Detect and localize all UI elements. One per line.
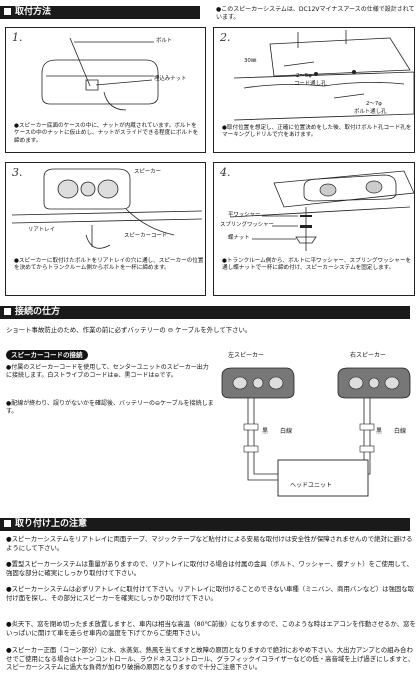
head-unit-label: ヘッドユニット — [290, 482, 333, 489]
label-wing-nut: 蝶ナット — [228, 235, 250, 241]
label-cord-hole-size: 2～5φ — [296, 73, 312, 79]
step-4-illustration — [229, 170, 415, 251]
wire-white-left: 白線 — [280, 428, 293, 435]
caution-4: ●炎天下、窓を閉め切ったまま放置しますと、車内は相当な高温（80℃前後）になりま… — [6, 620, 416, 637]
label-speaker-cord: スピーカーコード — [124, 233, 168, 239]
step-2-panel: 2. 30㎜ 2～5φ コード通し孔 2～7φ ボルト通し孔 ●取付位置を想定し… — [213, 27, 415, 153]
step-3-illustration — [11, 168, 203, 249]
label-dimension: 30㎜ — [244, 58, 257, 64]
step-2-caption: ●取付位置を想定し、正確に位置決めをした後、取付けボルト孔コード孔をマーキングし… — [222, 125, 412, 139]
wiring-note-2: ●配線が終わり、誤りがないかを確認後、バッテリーの⊖ケーブルを接続します。 — [6, 400, 214, 416]
left-speaker-label: 左スピーカー — [228, 352, 265, 359]
label-flat-washer: 平ワッシャー — [228, 212, 261, 218]
step-1-panel: 1. ボルト 埋込みナット ●スピーカー底面のケースの中に、ナットが内蔵されてい… — [5, 27, 206, 153]
cautions-header: 取り付け上の注意 — [0, 518, 410, 531]
wiring-diagram — [221, 367, 411, 497]
step-4-number: 4. — [220, 166, 231, 179]
install-title: 取付方法 — [15, 7, 52, 17]
install-header: 取付方法 — [0, 6, 200, 19]
caution-5: ●スピーカー正面（コーン部分）に水、水蒸気、熱風を当てますと故障の原因となります… — [6, 646, 415, 672]
cord-connection-pill: スピーカーコードの接続 — [6, 350, 88, 360]
label-spring-washer: スプリングワッシャー — [220, 222, 274, 228]
label-embedded-nut: 埋込みナット — [154, 76, 187, 82]
label-bolt-hole-size: 2～7φ — [366, 101, 382, 107]
wire-black-left: 黒 — [262, 428, 269, 435]
step-3-number: 3. — [12, 166, 23, 179]
wiring-header: 接続の仕方 — [0, 306, 410, 319]
step-4-caption: ●トランクルーム側から、ボルトに平ワッシャー、スプリングワッシャーを通し蝶ナット… — [222, 258, 412, 272]
label-rear-tray: リアトレイ — [28, 227, 55, 233]
right-speaker-label: 右スピーカー — [350, 352, 387, 359]
cord-connection-title: スピーカーコードの接続 — [11, 351, 83, 359]
step-2-illustration — [233, 30, 415, 121]
wiring-note-1: ●付属のスピーカーコードを使用して、センターユニットのスピーカー出力に接続します… — [6, 364, 209, 380]
label-speaker-3: スピーカー — [134, 169, 161, 175]
label-bolt-hole: ボルト通し孔 — [354, 109, 387, 115]
install-intro: ●このスピーカーシステムは、DC12Vマイナスアースの仕様で設計されています。 — [216, 6, 415, 22]
label-cord-hole: コード通し孔 — [294, 81, 327, 87]
cautions-title: 取り付け上の注意 — [15, 519, 88, 529]
step-2-number: 2. — [220, 31, 231, 44]
wiring-warning: ショート事故防止のため、作業の前に必ずバッテリーの ⊖ ケーブルを外して下さい。 — [6, 326, 252, 334]
step-4-panel: 4. 平ワッシャー スプリングワッシャー 蝶ナット ●トランクルーム側から、ボル… — [213, 162, 415, 296]
label-bolt: ボルト — [156, 38, 173, 44]
step-1-number: 1. — [12, 31, 23, 44]
wire-white-right: 白線 — [394, 428, 407, 435]
caution-1: ●スピーカーシステムをリアトレイに両面テープ、マジックテープなど貼付けによる安易… — [6, 535, 413, 552]
caution-2: ●置型スピーカーシステムは重量がありますので、リアトレイに取付ける場合は付属の金… — [6, 560, 413, 577]
caution-3: ●スピーカーシステムは必ずリアトレイに取付けて下さい。リアトレイに取付けることの… — [6, 585, 415, 602]
step-1-illustration — [41, 37, 159, 111]
wire-black-right: 黒 — [376, 428, 383, 435]
step-3-caption: ●スピーカーに取付けたボルトをリアトレイの穴に通し、スピーカーの位置を決めてから… — [14, 258, 204, 272]
wiring-title: 接続の仕方 — [15, 307, 61, 317]
step-1-caption: ●スピーカー底面のケースの中に、ナットが内蔵されています。ボルトをケースの中のナ… — [14, 123, 199, 144]
step-3-panel: 3. スピーカー リアトレイ スピーカーコード ●スピーカーに取付けたボルトをリ… — [5, 162, 206, 296]
